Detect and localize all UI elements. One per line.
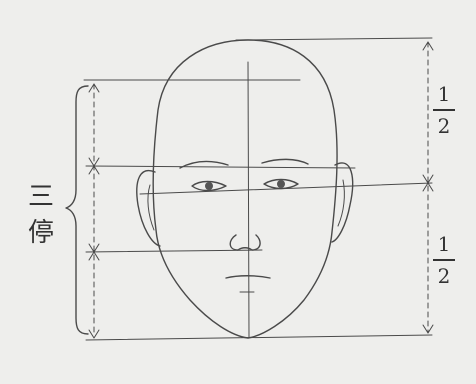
left-brace	[65, 85, 89, 335]
three-courts-label-top: 三	[28, 182, 55, 212]
left-eye	[191, 180, 227, 192]
brow-guide	[85, 165, 356, 169]
three-courts-label-bottom: 停	[28, 218, 55, 248]
upper-fraction-denominator: 2	[437, 114, 451, 138]
right-eyebrow	[261, 158, 309, 165]
lower-fraction-bar	[433, 259, 455, 261]
chin-guide	[85, 334, 433, 341]
mouth	[225, 275, 271, 279]
left-ear	[136, 169, 161, 247]
lower-fraction-numerator: 1	[437, 232, 451, 256]
nose	[229, 234, 261, 251]
right-ear	[331, 162, 354, 243]
right-eye	[263, 178, 299, 190]
upper-fraction-bar	[433, 109, 455, 111]
top-guide-line	[235, 37, 433, 41]
lower-fraction-denominator: 2	[437, 264, 451, 288]
eye-guide	[139, 182, 433, 195]
nose-guide	[85, 249, 263, 253]
upper-fraction-numerator: 1	[437, 82, 451, 106]
head-outline	[152, 39, 338, 339]
center-line	[247, 61, 250, 339]
